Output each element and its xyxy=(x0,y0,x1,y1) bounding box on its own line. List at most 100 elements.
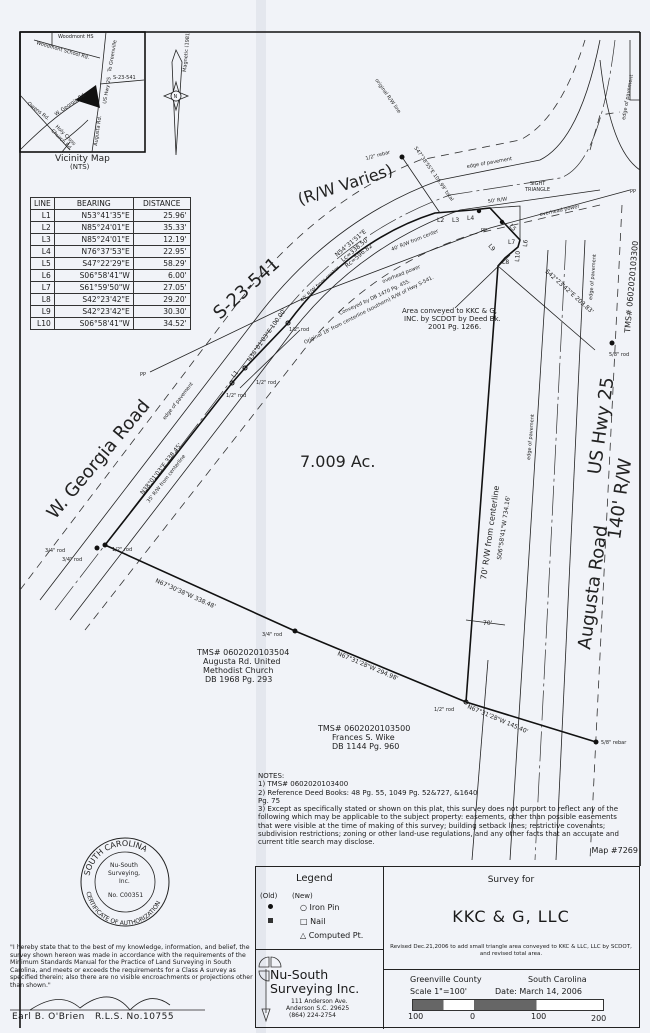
legend-item: △ Computed Pt. xyxy=(300,931,364,940)
svg-text:Magnetic (1981): Magnetic (1981) xyxy=(182,31,192,73)
legend-item: □ Nail xyxy=(300,917,326,926)
road-label-hwy: US Hwy 25 xyxy=(584,376,618,476)
svg-text:INC. by SCDOT by Deed Bk.: INC. by SCDOT by Deed Bk. xyxy=(404,315,501,323)
old-nail-icon xyxy=(268,918,273,923)
computed-point-icon: △ xyxy=(300,931,307,940)
scale-tick: 0 xyxy=(470,1012,476,1021)
legend-old: (Old) xyxy=(260,892,278,900)
vicinity-label: Woodmont School Rd. xyxy=(35,40,90,61)
svg-text:overhead power: overhead power xyxy=(539,203,581,218)
survey-heading: Survey for KKC & G, LLC Revised Dec.21,2… xyxy=(383,867,639,970)
area-conveyed-note: Area conveyed to KKC & G, INC. by SCDOT … xyxy=(402,307,501,331)
scale-bar xyxy=(412,999,604,1011)
county-block: Greenville County South Carolina Scale 1… xyxy=(383,969,639,1027)
svg-text:L5: L5 xyxy=(507,223,517,233)
svg-text:Area conveyed to KKC & G,: Area conveyed to KKC & G, xyxy=(402,307,497,315)
svg-text:Inc.: Inc. xyxy=(119,878,130,885)
tms-0602020103504: TMS# 0602020103504 Augusta Rd. United Me… xyxy=(196,648,289,684)
svg-text:SIGHT: SIGHT xyxy=(530,181,546,187)
revision-note: Revised Dec.21,2006 to add small triangl… xyxy=(390,944,632,957)
svg-text:L8: L8 xyxy=(502,259,509,266)
monuments xyxy=(94,154,615,745)
signature-scribble xyxy=(29,996,171,1011)
company-phone: (864) 224-2754 xyxy=(289,1012,336,1019)
svg-text:1/2" rod: 1/2" rod xyxy=(434,707,454,713)
svg-text:Conveyed by DB 1470 Pg. 455.: Conveyed by DB 1470 Pg. 455. xyxy=(338,278,412,317)
legend: Legend (Old) (New) ○ Iron Pin □ Nail △ C… xyxy=(256,867,384,950)
svg-text:edge of pavement: edge of pavement xyxy=(162,381,195,421)
road-label-rw140: 140' R/W xyxy=(604,457,636,541)
svg-text:5/8" rebar: 5/8" rebar xyxy=(601,740,627,746)
note-item: 2) Reference Deed Books: 48 Pg. 55, 1049… xyxy=(258,788,478,805)
north-arrow-icon: N Magnetic (1981) xyxy=(162,31,192,156)
svg-text:Nu-South: Nu-South xyxy=(110,862,138,869)
tms-0602020103500: TMS# 0602020103500 Frances S. Wike DB 11… xyxy=(317,724,410,751)
map-number: Map #7269 xyxy=(591,845,639,855)
svg-text:L1: L1 xyxy=(230,369,240,379)
svg-text:40' R/W from center: 40' R/W from center xyxy=(299,265,341,304)
road-label-augusta: Augusta Road xyxy=(574,524,612,651)
svg-text:original R/W line: original R/W line xyxy=(373,78,401,115)
svg-text:L10: L10 xyxy=(514,250,522,262)
vicinity-label: US Hwy 25 xyxy=(102,77,113,105)
svg-text:L3: L3 xyxy=(452,217,459,224)
scan-band xyxy=(256,0,266,1033)
vicinity-map: Woodmont HS Woodmont School Rd. To Green… xyxy=(19,31,146,171)
legend-title: Legend xyxy=(296,873,333,884)
svg-text:No. C00351: No. C00351 xyxy=(108,892,143,899)
scale-tick: 200 xyxy=(591,1014,607,1023)
company-logo-icon xyxy=(258,956,282,1023)
svg-text:DB 1968 Pg. 293: DB 1968 Pg. 293 xyxy=(205,675,272,684)
road-label-rw-varies: (R/W Varies) xyxy=(295,160,395,209)
svg-text:edge of pavement: edge of pavement xyxy=(466,156,512,170)
svg-text:3/4" rod: 3/4" rod xyxy=(262,632,282,638)
vicinity-label: Augusta Rd. xyxy=(93,115,103,146)
note-item: 1) TMS# 0602020103400 xyxy=(258,780,349,789)
vicinity-caption: Vicinity Map xyxy=(55,154,110,164)
vicinity-label: To Greenville xyxy=(107,40,119,74)
svg-text:edge of pavement: edge of pavement xyxy=(526,414,536,460)
vicinity-label: Owens Rd. xyxy=(26,101,51,122)
svg-text:1/2" rod: 1/2" rod xyxy=(289,327,309,333)
svg-text:N67°30'38"W 338.48': N67°30'38"W 338.48' xyxy=(154,577,217,610)
scale-tick: 100 xyxy=(531,1012,547,1021)
svg-text:N67°31'28"W 294.98': N67°31'28"W 294.98' xyxy=(336,650,399,682)
company-address: Anderson S.C. 29625 xyxy=(286,1005,350,1012)
svg-text:L7: L7 xyxy=(508,239,515,246)
vicinity-label: W. Georgia Rd. xyxy=(54,91,88,117)
svg-text:1/2" rod: 1/2" rod xyxy=(112,547,132,553)
notes-heading: NOTES: xyxy=(258,772,285,780)
svg-text:DB 1144 Pg. 960: DB 1144 Pg. 960 xyxy=(332,742,399,751)
company-block: Nu-South Surveying Inc. 111 Anderson Ave… xyxy=(256,949,384,1029)
scale-tick: 100 xyxy=(408,1012,424,1021)
svg-text:PP: PP xyxy=(630,189,636,195)
svg-text:50' R/W: 50' R/W xyxy=(487,196,507,205)
line-table-header: LINE xyxy=(30,197,55,210)
vicinity-label: Woodmont HS xyxy=(58,34,94,40)
area-label: 7.009 Ac. xyxy=(300,452,375,471)
svg-text:TMS# 0602020103504: TMS# 0602020103504 xyxy=(196,648,289,657)
notes: NOTES: 1) TMS# 0602020103400 2) Referenc… xyxy=(258,772,638,855)
signature-block: Earl B. O'Brien R.L.S. No.10755 xyxy=(12,1012,174,1022)
svg-text:70': 70' xyxy=(483,620,493,627)
surveyor-name: Earl B. O'Brien xyxy=(12,1012,85,1022)
vicinity-label: S-23-541 xyxy=(113,75,136,81)
svg-text:edge of pavement: edge of pavement xyxy=(588,254,598,300)
svg-text:Frances S. Wike: Frances S. Wike xyxy=(332,733,395,742)
svg-text:3/4" rod: 3/4" rod xyxy=(62,557,82,563)
svg-text:L9: L9 xyxy=(486,243,496,253)
scale: Scale 1"=100' xyxy=(410,987,468,996)
legend-new: (New) xyxy=(292,892,313,900)
svg-text:PP: PP xyxy=(481,228,487,234)
